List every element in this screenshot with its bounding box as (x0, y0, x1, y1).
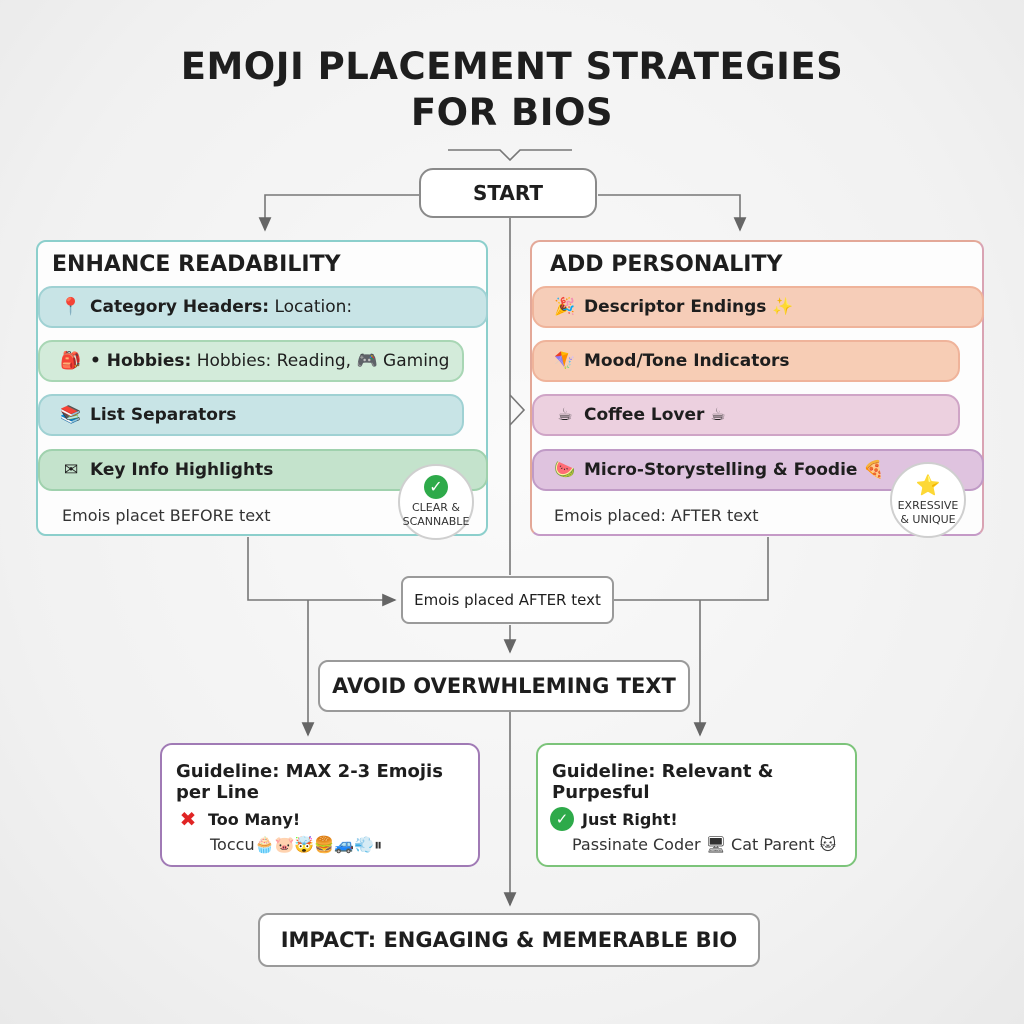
avoid-label: AVOID OVERWHLEMING TEXT (332, 674, 676, 698)
item-label: • Hobbies: (90, 351, 192, 371)
badge-line-1: EXRESSIVE (897, 499, 959, 512)
envelope-icon: ✉ (63, 460, 79, 480)
arrow-start-left (258, 194, 420, 232)
line-right-merge (614, 537, 769, 601)
too-many-sample: Toccu🧁🐷🤯🍔🚙💨⏸ (210, 835, 382, 855)
spine-chevron (509, 394, 526, 426)
list-separators-item: 📚 List Separators (38, 394, 464, 436)
impact-label: IMPACT: ENGAGING & MEMERABLE BIO (280, 928, 738, 952)
just-right-sample: Passinate Coder 🖥 Cat Parent 🐱 (572, 835, 837, 854)
start-node: START (419, 168, 597, 218)
coffee-lover-item: ☕ Coffee Lover ☕ (532, 394, 960, 436)
too-many-status: ✖ Too Many! (176, 807, 301, 831)
kite-icon: 🪁 (554, 351, 576, 371)
sample-text: Toccu (210, 835, 255, 854)
descriptor-endings-item: 🎉 Descriptor Endings ✨ (532, 286, 984, 328)
status-label: Too Many! (208, 809, 301, 829)
left-note: Emois placet BEFORE text (62, 506, 271, 525)
item-label: List Separators (90, 405, 237, 425)
badge-line-2: SCANNABLE (402, 515, 470, 528)
right-note: Emois placed: AFTER text (554, 506, 759, 525)
badge-line-1: CLEAR & (411, 501, 460, 514)
item-detail: Hobbies: Reading, 🎮 Gaming (196, 351, 450, 371)
mood-tone-item: 🪁 Mood/Tone Indicators (532, 340, 960, 382)
status-label: Just Right! (582, 809, 678, 829)
just-right-status: ✓ Just Right! (550, 807, 678, 831)
add-personality-panel: ADD PERSONALITY 🎉 Descriptor Endings ✨ 🪁… (530, 240, 984, 538)
star-icon: ⭐ (915, 473, 941, 497)
item-label: Micro-Storystelling & Foodie 🍕 (584, 460, 885, 480)
cross-mark-icon: ✖ (179, 807, 197, 831)
hobbies-item: 🎒 • Hobbies: Hobbies: Reading, 🎮 Gaming (38, 340, 464, 382)
enhance-readability-panel: ENHANCE READABILITY 📍 Category Headers: … (36, 240, 488, 540)
guideline-relevant: Guideline: Relevant & Purpesful ✓ Just R… (536, 743, 857, 867)
clear-scannable-badge: ✓ CLEAR & SCANNABLE (398, 464, 474, 540)
title-divider (448, 149, 572, 162)
item-label: Category Headers: (90, 297, 270, 317)
emoji-cluster: 🧁🐷🤯🍔🚙💨⏸ (254, 835, 383, 854)
item-label: Key Info Highlights (90, 460, 274, 480)
guideline-title: Guideline: Relevant & Purpesful (552, 761, 774, 803)
location-pin-icon: 📍 (60, 297, 82, 317)
impact-node: IMPACT: ENGAGING & MEMERABLE BIO (258, 913, 760, 967)
page-title-line-1: EMOJI PLACEMENT STRATEGIES (180, 45, 844, 88)
coffee-cup-icon: ☕ (557, 405, 573, 425)
party-popper-icon: 🎉 (554, 297, 576, 317)
key-info-item: ✉ Key Info Highlights (38, 449, 488, 491)
checkmark-icon: ✓ (550, 807, 574, 831)
arrow-start-right (598, 194, 747, 232)
guideline-max-emojis: Guideline: MAX 2-3 Emojis per Line ✖ Too… (160, 743, 480, 867)
arrow-left-merge (247, 537, 397, 607)
merge-label: Emois placed AFTER text (414, 591, 601, 609)
guideline-title: Guideline: MAX 2-3 Emojis per Line (176, 761, 443, 803)
item-label: Coffee Lover ☕ (584, 405, 726, 425)
panel-title: ENHANCE READABILITY (52, 252, 341, 277)
badge-line-2: & UNIQUE (900, 513, 956, 526)
expressive-unique-badge: ⭐ EXRESSIVE & UNIQUE (890, 462, 966, 538)
page-title-line-2: FOR BIOS (410, 91, 614, 134)
category-headers-item: 📍 Category Headers: Location: (38, 286, 488, 328)
books-icon: 📚 (60, 405, 82, 425)
item-label: Mood/Tone Indicators (584, 351, 790, 371)
watermelon-icon: 🍉 (554, 460, 576, 480)
checkmark-icon: ✓ (424, 475, 448, 499)
backpack-icon: 🎒 (60, 351, 82, 371)
merge-node: Emois placed AFTER text (401, 576, 614, 624)
start-label: START (472, 181, 544, 205)
panel-title: ADD PERSONALITY (550, 252, 783, 277)
item-detail: Location: (274, 297, 353, 317)
avoid-node: AVOID OVERWHLEMING TEXT (318, 660, 690, 712)
item-label: Descriptor Endings ✨ (584, 297, 794, 317)
